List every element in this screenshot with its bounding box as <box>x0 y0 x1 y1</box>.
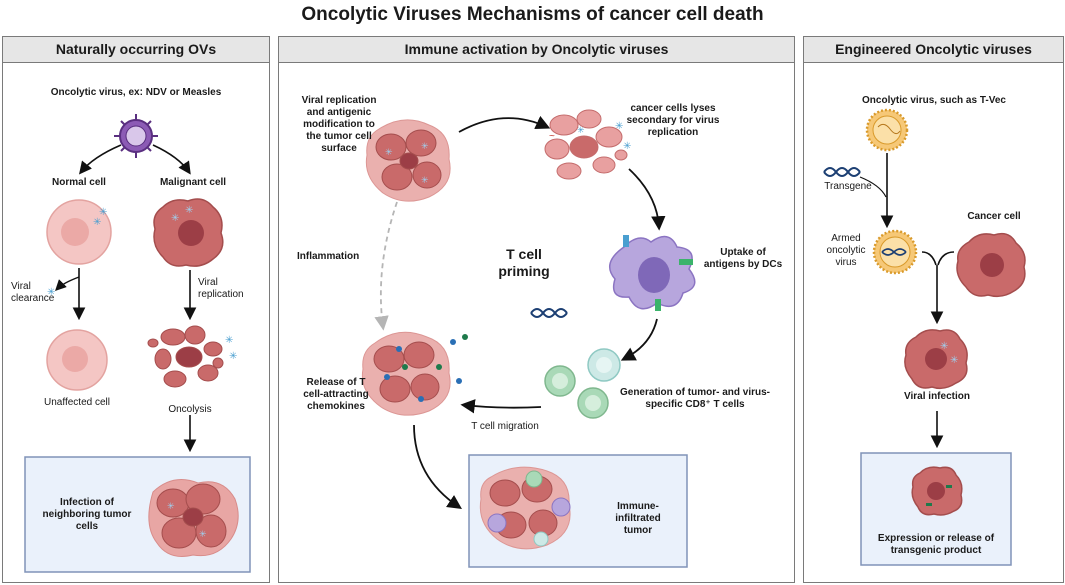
viral-replication-modification-label: Viral replication and antigenic modifica… <box>301 95 377 154</box>
engineered-illustration: ✳ ✳ <box>823 108 1026 566</box>
dendritic-cell-icon <box>608 235 696 311</box>
natural-illustration: ✳ ✳ ✳ ✳ ✳ ✳ <box>24 114 251 573</box>
panel-engineered: Engineered Oncolytic viruses <box>803 36 1064 583</box>
page-title: Oncolytic Viruses Mechanisms of cancer c… <box>301 4 764 25</box>
uptake-antigens-label: Uptake of antigens by DCs <box>703 247 783 270</box>
svg-text:✳: ✳ <box>421 141 429 151</box>
immune-infiltrated-tumor-label: Immune-infiltrated tumor <box>615 501 661 536</box>
armed-virus-icon <box>872 229 918 275</box>
t-vec-virus-icon <box>865 108 909 152</box>
svg-text:✳: ✳ <box>623 141 631 152</box>
svg-text:✳: ✳ <box>385 147 393 157</box>
normal-cell-icon: ✳ ✳ <box>46 199 112 265</box>
panel-naturally-occurring: Naturally occurring OVs ✳ ✳ <box>2 36 270 583</box>
unaffected-cell-icon <box>46 329 108 391</box>
infected-cancer-cell-icon: ✳ ✳ <box>904 329 968 390</box>
infiltrated-tumor-icon <box>479 466 571 550</box>
unaffected-cell-label: Unaffected cell <box>44 397 110 408</box>
svg-text:✳: ✳ <box>185 205 193 216</box>
t-cells-icon <box>544 348 621 419</box>
viral-clearance-label: Viral clearance <box>11 281 55 304</box>
svg-text:✳: ✳ <box>199 529 207 539</box>
release-chemokines-label: Release of T cell-attracting chemokines <box>303 377 369 412</box>
cancer-cells-lyses-label: cancer cells lyses secondary for virus r… <box>626 103 720 138</box>
svg-text:✳: ✳ <box>99 207 107 218</box>
natural-virus-label: Oncolytic virus, ex: NDV or Measles <box>50 87 222 98</box>
arrow-to-normal-cell <box>79 144 122 175</box>
generation-t-cells-label: Generation of tumor- and virus-specific … <box>619 387 770 410</box>
tumor-cluster-top-left-icon <box>365 119 451 202</box>
immune-illustration: ✳ ✳ ✳ ✳ ✳ ✳ ~ <box>361 109 696 568</box>
cancer-cell-icon <box>956 232 1026 298</box>
svg-text:✳: ✳ <box>47 287 55 298</box>
svg-text:✳: ✳ <box>229 351 237 362</box>
svg-text:✳: ✳ <box>940 341 948 352</box>
tumor-chemokine-icon <box>361 331 451 416</box>
normal-cell-label: Normal cell <box>52 177 106 188</box>
svg-text:✳: ✳ <box>171 213 179 224</box>
infection-label: Infection of neighboring tumor cells <box>42 497 132 532</box>
dna-icon <box>530 308 568 318</box>
transgene-dna-icon <box>823 167 861 177</box>
armed-virus-label: Armed oncolytic virus <box>826 233 866 268</box>
malignant-cell-label: Malignant cell <box>159 177 227 188</box>
cancer-cell-label: Cancer cell <box>967 211 1021 222</box>
tumor-cluster-icon <box>148 479 239 557</box>
panel-immune-activation: Immune activation by Oncolytic viruses ✳… <box>278 36 795 583</box>
svg-text:✳: ✳ <box>225 335 233 346</box>
oncolysis-label: Oncolysis <box>168 404 212 415</box>
viral-infection-label: Viral infection <box>904 391 970 402</box>
svg-text:✳: ✳ <box>167 501 175 511</box>
oncolytic-virus-icon <box>114 114 158 158</box>
panel-header-natural: Naturally occurring OVs <box>3 37 269 63</box>
panel-header-engineered: Engineered Oncolytic viruses <box>804 37 1063 63</box>
expressing-cell-icon <box>911 466 963 516</box>
arrow-to-malignant-cell <box>152 144 191 175</box>
svg-text:~: ~ <box>549 131 555 142</box>
malignant-cell-icon: ✳ ✳ <box>153 198 224 267</box>
svg-text:✳: ✳ <box>950 355 958 366</box>
svg-text:✳: ✳ <box>421 175 429 185</box>
lysing-cells-icon <box>544 109 628 180</box>
t-cell-priming-label: T cell priming <box>498 246 550 279</box>
t-vec-virus-label: Oncolytic virus, such as T-Vec <box>862 95 1006 106</box>
viral-replication-label: Viral replication <box>198 277 244 300</box>
inflammation-label: Inflammation <box>297 251 360 262</box>
oncolysis-fragments-icon <box>147 325 224 388</box>
svg-text:✳: ✳ <box>93 217 101 228</box>
t-cell-migration-label: T cell migration <box>471 421 539 432</box>
panel-header-immune: Immune activation by Oncolytic viruses <box>279 37 794 63</box>
expression-label: Expression or release of transgenic prod… <box>877 533 995 556</box>
svg-text:✳: ✳ <box>615 121 623 132</box>
chemokine-dots <box>384 334 468 402</box>
transgene-label: Transgene <box>824 181 872 192</box>
svg-text:✳: ✳ <box>577 125 585 135</box>
